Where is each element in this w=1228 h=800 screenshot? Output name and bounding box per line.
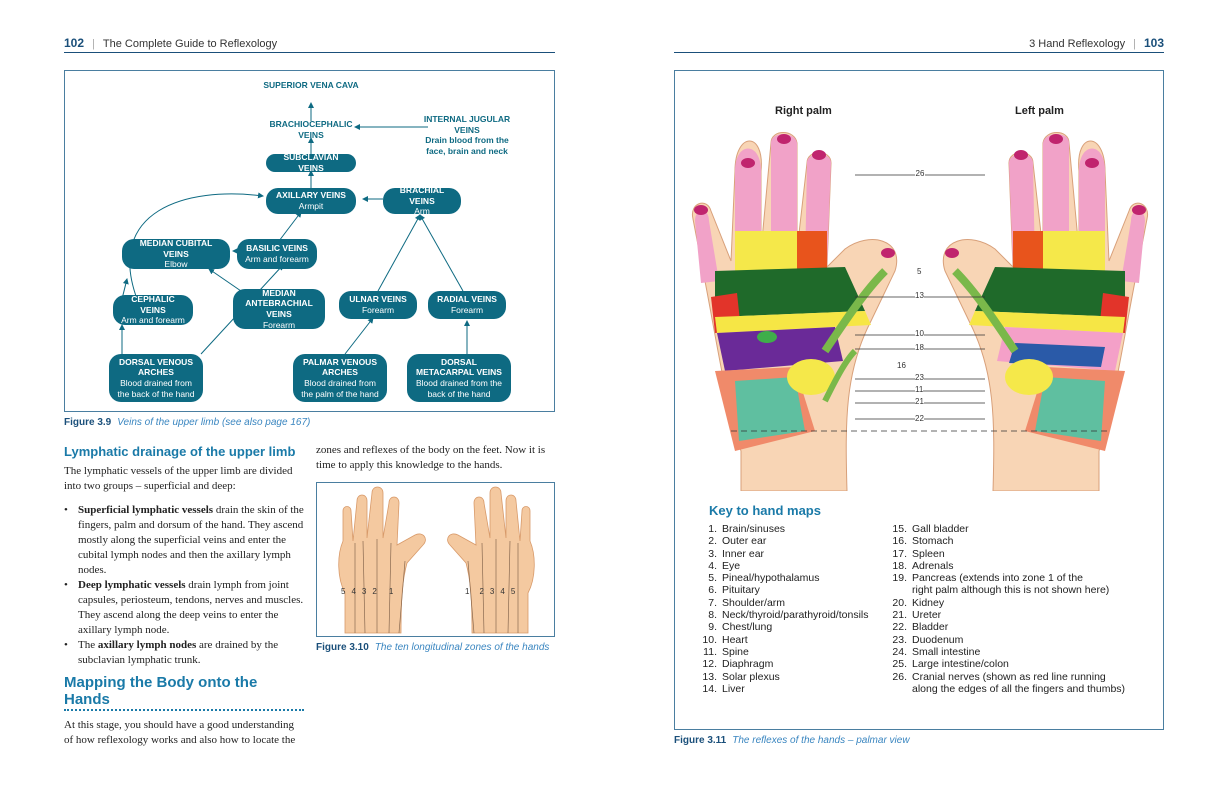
- hand-reflex-map: [691, 132, 1149, 491]
- key-item: 11.Spine: [703, 645, 749, 658]
- left-palm-drawing: [942, 132, 1149, 491]
- mapping-paragraph: At this stage, you should have a good un…: [64, 719, 296, 746]
- header-rule: [674, 52, 1164, 53]
- key-item: 3.Inner ear: [708, 547, 765, 560]
- col2-paragraph: zones and reflexes of the body on the fe…: [316, 444, 546, 471]
- key-item: 14.Liver: [702, 682, 745, 695]
- center-label-5: 5: [917, 267, 922, 276]
- key-item: 17.Spleen: [892, 547, 945, 560]
- page-number: 103: [1143, 36, 1164, 50]
- center-label-26: 26: [915, 169, 925, 178]
- key-column-1: 1.Brain/sinuses 2.Outer ear 3.Inner ear …: [695, 523, 905, 695]
- center-label-11: 11: [915, 385, 924, 394]
- running-head-right: 3 Hand Reflexology|103: [1029, 36, 1164, 50]
- key-item-continuation: along the edges of all the fingers and t…: [912, 682, 1126, 695]
- heading-dotted-rule: [64, 709, 304, 711]
- bullet-deep: Deep lymphatic vessels drain lymph from …: [64, 578, 304, 638]
- key-item: 22.Bladder: [892, 621, 949, 634]
- left-palm-title: Left palm: [1015, 105, 1064, 117]
- key-item: 6.Pituitary: [708, 584, 760, 597]
- key-item: 26.Cranial nerves (shown as red line run…: [892, 670, 1106, 683]
- center-label-13: 13: [915, 291, 924, 300]
- key-item: 18.Adrenals: [892, 559, 954, 572]
- center-label-21: 21: [915, 397, 924, 406]
- key-item: 15.Gall bladder: [892, 523, 969, 535]
- key-item: 10.Heart: [702, 633, 748, 646]
- center-label-22: 22: [915, 414, 924, 423]
- lymph-intro: The lymphatic vessels of the upper limb …: [64, 465, 293, 492]
- left-page: 102|The Complete Guide to Reflexology: [0, 0, 614, 800]
- running-head-left: 102|The Complete Guide to Reflexology: [64, 36, 278, 50]
- right-palm-title: Right palm: [775, 105, 832, 117]
- center-label-16: 16: [897, 361, 906, 370]
- lymph-bullets: Superficial lymphatic vessels drain the …: [64, 503, 304, 668]
- page-number: 102: [64, 36, 85, 50]
- key-column-2: 15.Gall bladder 16.Stomach 17.Spleen 18.…: [885, 523, 1155, 695]
- key-item: 1.Brain/sinuses: [708, 523, 786, 535]
- node-subclavian-veins: SUBCLAVIAN VEINS: [266, 152, 356, 173]
- bullet-axillary: The axillary lymph nodes are drained by …: [64, 638, 304, 668]
- key-item: 25.Large intestine/colon: [892, 658, 1009, 671]
- node-dorsal-venous-arches: DORSAL VENOUS ARCHES Blood drained from …: [109, 354, 203, 402]
- figure-3-11-box: Right palm Left palm: [674, 70, 1164, 730]
- center-label-18: 18: [915, 343, 924, 352]
- right-page: 3 Hand Reflexology|103 Right palm Left p…: [614, 0, 1228, 800]
- zones-hands-drawing: [338, 486, 535, 634]
- lymph-heading: Lymphatic drainage of the upper limb: [64, 444, 296, 459]
- running-title: The Complete Guide to Reflexology: [102, 38, 278, 50]
- right-palm-drawing: [691, 132, 898, 491]
- key-item: 13.Solar plexus: [702, 670, 780, 683]
- header-rule: [64, 52, 555, 53]
- node-radial-veins: RADIAL VEINS Forearm: [428, 291, 506, 319]
- key-item: 4.Eye: [708, 559, 741, 572]
- node-dorsal-metacarpal-veins: DORSAL METACARPAL VEINS Blood drained fr…: [407, 354, 511, 402]
- node-palmar-venous-arches: PALMAR VENOUS ARCHES Blood drained from …: [293, 354, 387, 402]
- key-item: 8.Neck/thyroid/parathyroid/tonsils: [708, 609, 869, 622]
- key-item-continuation: right palm although this is not shown he…: [912, 584, 1110, 597]
- center-label-23: 23: [915, 373, 924, 382]
- key-item: 12.Diaphragm: [702, 658, 774, 671]
- key-item: 7.Shoulder/arm: [708, 596, 786, 609]
- key-title: Key to hand maps: [709, 503, 821, 518]
- node-basilic-veins: BASILIC VEINS Arm and forearm: [237, 239, 317, 269]
- key-item: 2.Outer ear: [708, 535, 767, 548]
- node-axillary-veins: AXILLARY VEINS Armpit: [266, 188, 356, 214]
- node-median-antebrachial-veins: MEDIAN ANTEBRACHIAL VEINS Forearm: [233, 288, 325, 330]
- running-title: 3 Hand Reflexology: [1029, 38, 1126, 50]
- node-ulnar-veins: ULNAR VEINS Forearm: [339, 291, 417, 319]
- node-brachiocephalic-veins: BRACHIOCEPHALIC VEINS: [269, 119, 353, 140]
- figure-3-9-box: SUPERIOR VENA CAVA BRACHIOCEPHALIC VEINS…: [64, 70, 555, 412]
- key-item: 23.Duodenum: [892, 633, 964, 646]
- node-cephalic-veins: CEPHALIC VEINS Arm and forearm: [113, 294, 193, 325]
- center-label-10: 10: [915, 329, 924, 338]
- node-median-cubital-veins: MEDIAN CUBITAL VEINS Elbow: [122, 238, 230, 269]
- key-item: 24.Small intestine: [892, 645, 981, 658]
- key-item: 5.Pineal/hypothalamus: [708, 572, 820, 585]
- node-superior-vena-cava: SUPERIOR VENA CAVA: [263, 80, 359, 90]
- key-item: 20.Kidney: [892, 596, 945, 609]
- key-item: 21.Ureter: [892, 609, 942, 622]
- node-brachial-veins: BRACHIAL VEINS Arm: [383, 185, 461, 216]
- node-internal-jugular-veins: INTERNAL JUGULAR VEINS Drain blood from …: [423, 114, 511, 156]
- key-item: 19.Pancreas (extends into zone 1 of the: [892, 572, 1084, 585]
- bullet-superficial: Superficial lymphatic vessels drain the …: [64, 503, 304, 578]
- key-item: 16.Stomach: [892, 535, 954, 548]
- vein-arrows: [119, 102, 470, 355]
- key-item: 9.Chest/lung: [708, 621, 773, 634]
